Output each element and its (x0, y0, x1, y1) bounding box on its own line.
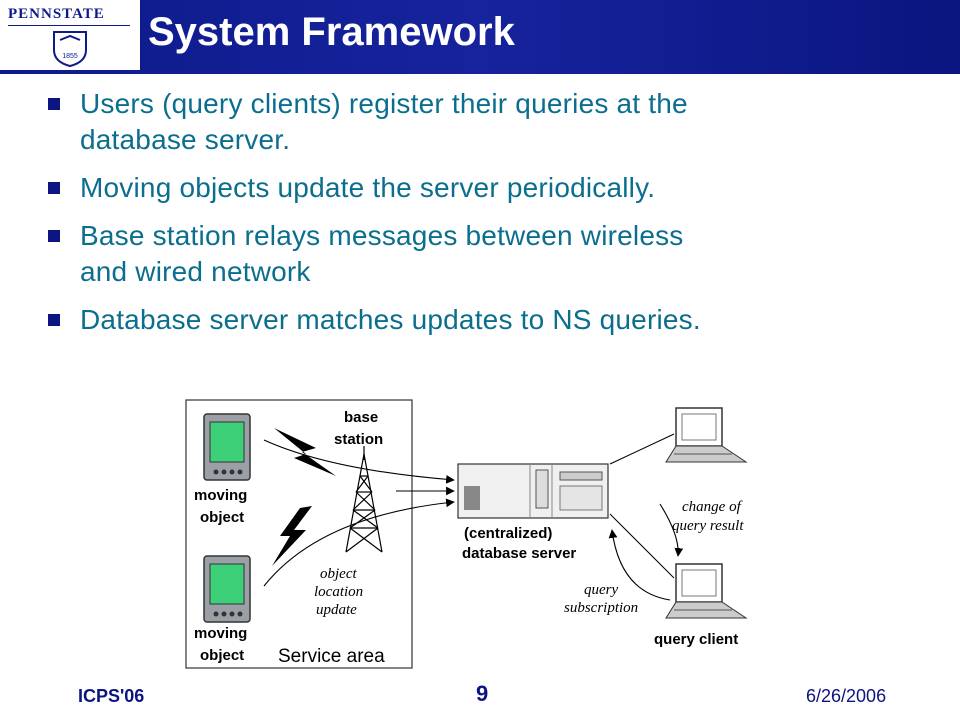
bullet-text: Base station relays messages between wir… (80, 220, 684, 251)
bullet-item: Users (query clients) register their que… (48, 86, 938, 158)
network-link (609, 513, 675, 579)
result-arrow (659, 503, 684, 557)
wireless-signal-icon (274, 428, 336, 476)
system-diagram: Service area moving object moving object… (185, 399, 748, 669)
bullet-text-cont: and wired network (80, 256, 311, 287)
footer-date: 6/26/2006 (806, 686, 887, 706)
moving-object-top-line2: object (200, 509, 244, 526)
moving-object-bottom-line2: object (200, 647, 244, 664)
object-location-update-line1: object (320, 566, 357, 582)
pda-icon (203, 555, 251, 623)
laptop-icon (665, 407, 748, 463)
bullet-text: Users (query clients) register their que… (80, 88, 688, 119)
title-bar: PENNSTATE 1855 System Framework (0, 0, 960, 74)
bullet-text: Database server matches updates to NS qu… (80, 304, 701, 335)
pennstate-logo: PENNSTATE 1855 (0, 0, 142, 70)
base-station-line1: base (344, 409, 378, 426)
bullet-square-icon (48, 98, 60, 110)
wireless-signal-icon (272, 506, 312, 566)
bullet-square-icon (48, 230, 60, 242)
subscription-arrow (608, 529, 671, 601)
pda-icon (203, 413, 251, 481)
change-of-query-result-line1: change of (682, 499, 743, 515)
logo-year: 1855 (62, 53, 78, 60)
query-subscription-line1: query (584, 582, 618, 598)
bullet-list: Users (query clients) register their que… (48, 86, 938, 350)
footer-conference: ICPS'06 (78, 686, 145, 706)
change-of-query-result-line2: query result (672, 518, 744, 534)
service-area-label: Service area (278, 646, 385, 667)
database-server-line2: database server (462, 545, 576, 562)
laptop-icon (665, 563, 748, 619)
bullet-square-icon (48, 182, 60, 194)
query-subscription-line2: subscription (564, 600, 638, 616)
moving-object-bottom-line1: moving (194, 625, 247, 642)
shield-icon: 1855 (53, 31, 87, 68)
object-location-update-line2: location (314, 584, 363, 600)
bullet-text-cont: database server. (80, 124, 291, 155)
database-server-line1: (centralized) (464, 525, 552, 542)
moving-object-top-line1: moving (194, 487, 247, 504)
footer-page-number: 9 (476, 681, 489, 706)
base-station-line2: station (334, 431, 383, 448)
server-icon (457, 463, 609, 519)
bullet-item: Database server matches updates to NS qu… (48, 302, 938, 338)
bullet-square-icon (48, 314, 60, 326)
slide-title: System Framework (148, 10, 515, 54)
update-arrow (263, 439, 455, 484)
network-link (609, 433, 675, 465)
object-location-update-line3: update (316, 602, 357, 618)
update-arrow (263, 498, 455, 587)
logo-divider (8, 25, 130, 26)
bullet-item: Moving objects update the server periodi… (48, 170, 938, 206)
antenna-tower-icon (345, 446, 383, 553)
bullet-item: Base station relays messages between wir… (48, 218, 938, 290)
query-client-label: query client (654, 631, 738, 648)
logo-wordmark: PENNSTATE (8, 6, 105, 22)
bullet-text: Moving objects update the server periodi… (80, 172, 656, 203)
